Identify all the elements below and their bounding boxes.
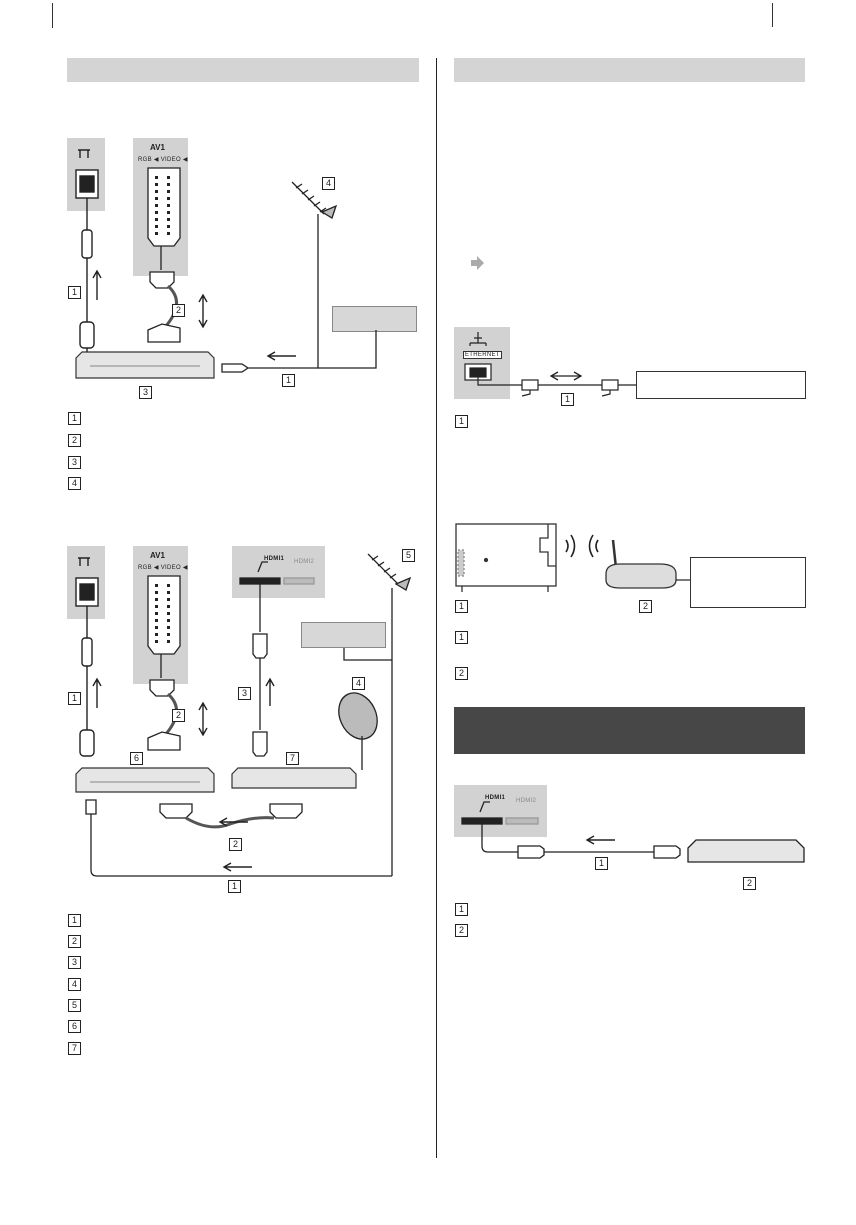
- scart-pins: [155, 176, 170, 235]
- legend1-item-4: 4: [68, 477, 81, 490]
- hdmi2-label: HDMI2: [294, 559, 315, 565]
- hdmi-terminal-panel: [232, 546, 325, 598]
- av1-subtitle: RGB ◀ VIDEO ◀: [138, 157, 188, 163]
- callout-d2-hdmi-cable: 3: [238, 687, 251, 700]
- hdmi1-label-2: HDMI1: [485, 795, 506, 801]
- callout-d2-antenna: 5: [402, 549, 415, 562]
- legend2-item-3: 3: [68, 956, 81, 969]
- legend2-item-6: 6: [68, 1020, 81, 1033]
- callout-wireless-tv: 1: [455, 600, 468, 613]
- legend-wireless-item-2: 2: [455, 667, 468, 680]
- av1-subtitle-2: RGB ◀ VIDEO ◀: [138, 565, 188, 571]
- hdmi2-label-2: HDMI2: [516, 798, 537, 804]
- legend2-item-1: 1: [68, 914, 81, 927]
- legend2-item-4: 4: [68, 978, 81, 991]
- legend-wireless-item-1: 1: [455, 631, 468, 644]
- callout-hdmi-cable: 1: [595, 857, 608, 870]
- legend2-item-5: 5: [68, 999, 81, 1012]
- legend-hdmi-item-2: 2: [455, 924, 468, 937]
- callout-d2-recorder: 6: [130, 752, 143, 765]
- callout-d2-scart-link: 2: [229, 838, 242, 851]
- callout-d1-cable-rf-recorder: 1: [282, 374, 295, 387]
- legend1-item-2: 2: [68, 434, 81, 447]
- column-divider: [436, 58, 437, 1158]
- callout-d2-rf-cable: 1: [68, 692, 81, 705]
- wifi-signal-icon: [565, 534, 599, 558]
- hdmi1-label: HDMI1: [264, 556, 285, 562]
- legend1-item-3: 3: [68, 456, 81, 469]
- ethernet-terminal-panel: [454, 327, 510, 399]
- callout-lan-cable: 1: [561, 393, 574, 406]
- recorder-box-1: [332, 306, 417, 332]
- router-box-wired: [636, 371, 806, 399]
- av1-title-2: AV1: [150, 551, 165, 560]
- crop-mark-top-right: [772, 3, 773, 27]
- crop-mark-top-left: [52, 3, 53, 28]
- av1-title: AV1: [150, 143, 165, 152]
- callout-d1-recorder: 3: [139, 386, 152, 399]
- legend2-item-2: 2: [68, 935, 81, 948]
- legend2-item-7: 7: [68, 1042, 81, 1055]
- ethernet-label: ETHERNET: [463, 351, 502, 359]
- callout-wireless-router: 2: [639, 600, 652, 613]
- legend1-item-1: 1: [68, 412, 81, 425]
- callout-d1-antenna: 4: [322, 177, 335, 190]
- right-section-header-bar: [454, 58, 805, 82]
- callout-d2-sat-receiver: 7: [286, 752, 299, 765]
- callout-d2-rf-link: 1: [228, 880, 241, 893]
- recorder-box-2: [301, 622, 386, 648]
- hdmi-section-header-bar: [454, 707, 805, 754]
- router-box-wireless: [690, 557, 806, 608]
- callout-d1-scart: 2: [172, 304, 185, 317]
- callout-d2-scart-cable: 2: [172, 709, 185, 722]
- callout-d2-dish: 4: [352, 677, 365, 690]
- left-section-header-bar: [67, 58, 419, 82]
- callout-d1-cable-rf-tv: 1: [68, 286, 81, 299]
- legend-wired-item-1: 1: [455, 415, 468, 428]
- legend-hdmi-item-1: 1: [455, 903, 468, 916]
- callout-hdmi-device: 2: [743, 877, 756, 890]
- hdmi-terminal-panel-2: [454, 785, 547, 837]
